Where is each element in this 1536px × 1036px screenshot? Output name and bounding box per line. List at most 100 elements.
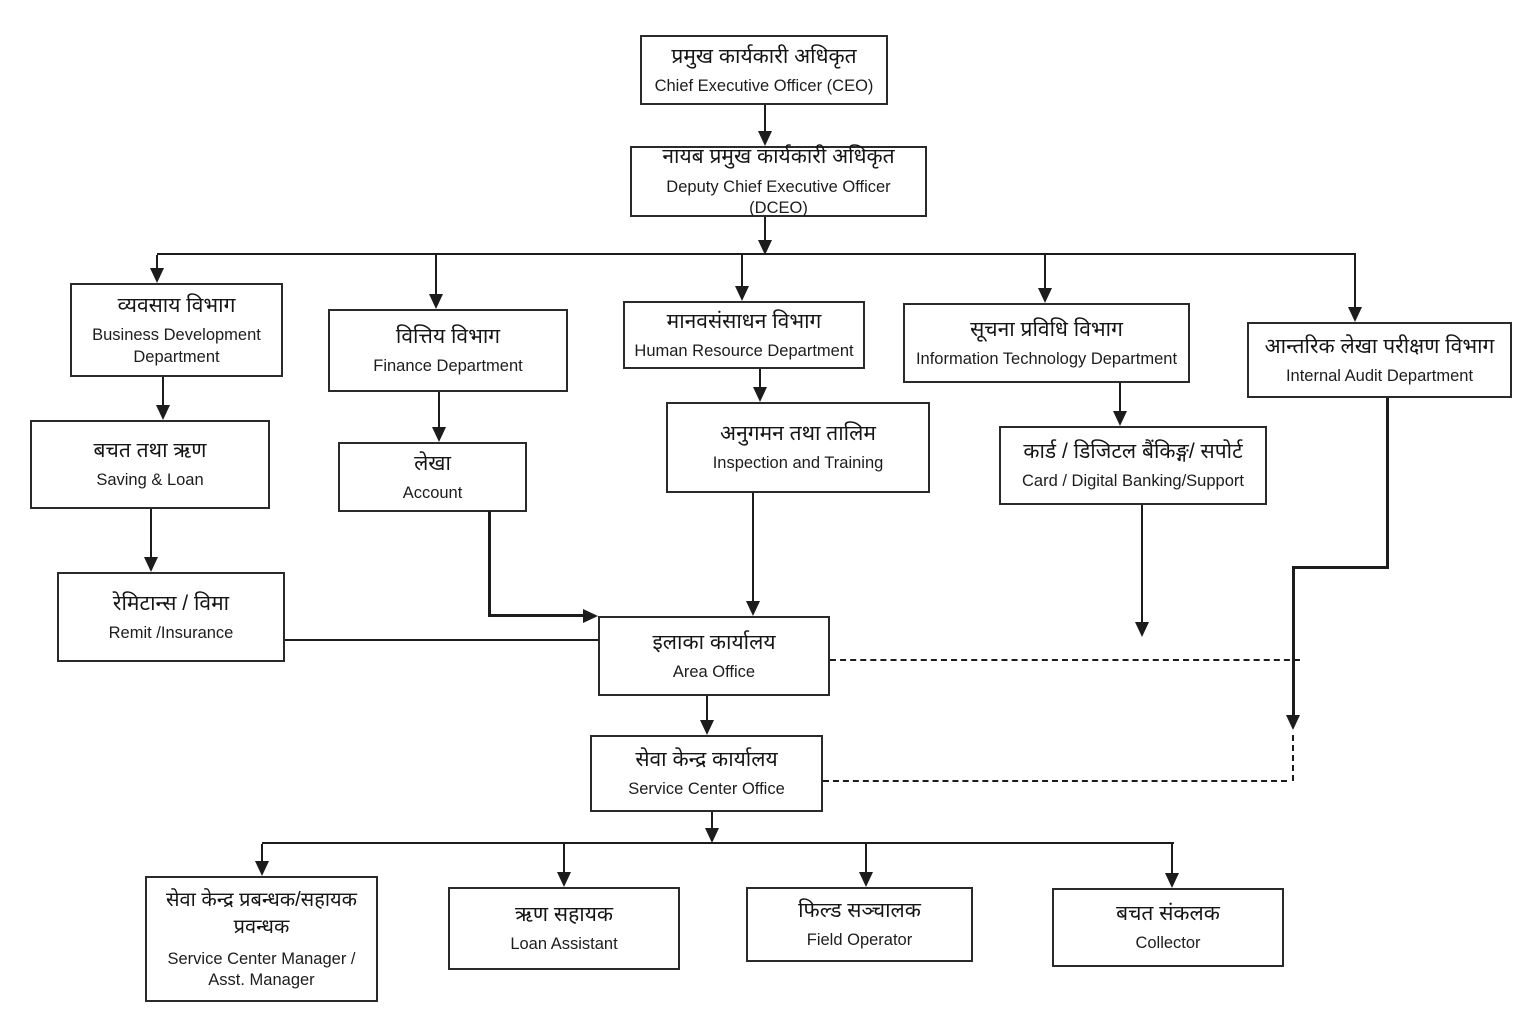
connector-inspection-area-line: [752, 493, 754, 602]
node-business-development-label-en: Business Development Department: [92, 326, 261, 366]
connector-remit-area-line: [285, 639, 598, 641]
connector-bizdev-saving-line: [162, 377, 164, 406]
node-field-operator-label-en: Field Operator: [806, 931, 913, 950]
node-ceo-label-np: प्रमुख कार्यकारी अधिकृत: [671, 44, 857, 68]
node-service-center-manager-label-np: सेवा केन्द्र प्रबन्धक/सहायक प्रवन्धक: [166, 888, 357, 938]
connector-branch-finance-line: [435, 255, 437, 295]
connector-area-sco-arrowhead: [700, 720, 714, 735]
node-card-digital-banking: कार्ड / डिजिटल बैंकिङ्ग/ सपोर्ट Card / D…: [999, 426, 1267, 505]
connector-card-down-line: [1141, 505, 1143, 623]
connector-area-sco-line: [706, 696, 708, 721]
node-dceo-label-en: Deputy Chief Executive Officer (DCEO): [666, 177, 891, 218]
connector-audit-elbow-hline: [1292, 566, 1389, 569]
node-internal-audit-label-en: Internal Audit Department: [1285, 366, 1474, 385]
connector-ceo-dceo-arrowhead: [758, 131, 772, 146]
connector-branch-bizdev-line: [156, 255, 158, 269]
node-ceo: प्रमुख कार्यकारी अधिकृत Chief Executive …: [640, 35, 888, 105]
connector-finance-account-arrowhead: [432, 427, 446, 442]
node-service-center-office-label-en: Service Center Office: [628, 780, 785, 799]
node-service-center-office-label-np: सेवा केन्द्र कार्यालय: [635, 748, 778, 772]
connector-branch-audit-line: [1354, 255, 1356, 308]
connector-sco-branch-arrowhead: [705, 828, 719, 843]
connector-branch-it-arrowhead: [1038, 288, 1052, 303]
node-information-technology-label-en: Information Technology Department: [915, 349, 1178, 368]
connector-department-branch-bar: [157, 253, 1356, 255]
connector-branch-audit-arrowhead: [1348, 307, 1362, 322]
node-human-resource-label-np: मानवसंसाधन विभाग: [666, 309, 822, 333]
node-information-technology: सूचना प्रविधि विभाग Information Technolo…: [903, 303, 1190, 383]
node-field-operator-label-np: फिल्ड सञ्चालक: [798, 899, 921, 923]
connector-finance-account-line: [438, 392, 440, 428]
node-account-label-np: लेखा: [414, 451, 451, 475]
connector-branch-hr-line: [741, 255, 743, 287]
node-ceo-label-en: Chief Executive Officer (CEO): [654, 76, 874, 95]
node-account-label-en: Account: [402, 483, 463, 502]
connector-branch-scm-line: [261, 844, 263, 862]
node-loan-assistant: ऋण सहायक Loan Assistant: [448, 887, 680, 970]
node-account: लेखा Account: [338, 442, 527, 512]
node-finance-department-label-np: वित्तिय विभाग: [395, 325, 501, 349]
connector-branch-collector-arrowhead: [1165, 873, 1179, 888]
node-saving-loan-label-en: Saving & Loan: [96, 471, 204, 490]
connector-hr-inspection-line: [759, 369, 761, 388]
connector-inspection-area-arrowhead: [746, 601, 760, 616]
node-business-development: व्यवसाय विभाग Business Development Depar…: [70, 283, 283, 377]
node-human-resource-label-en: Human Resource Department: [634, 341, 854, 360]
node-inspection-training-label-en: Inspection and Training: [712, 454, 884, 473]
node-remit-insurance-label-en: Remit /Insurance: [108, 623, 234, 642]
connector-dceo-branch-line: [764, 217, 766, 241]
node-internal-audit: आन्तरिक लेखा परीक्षण विभाग Internal Audi…: [1247, 322, 1512, 398]
connector-branch-collector-line: [1171, 844, 1173, 874]
node-card-digital-banking-label-en: Card / Digital Banking/Support: [1022, 472, 1244, 491]
node-service-center-manager-label-en: Service Center Manager / Asst. Manager: [167, 949, 356, 989]
connector-dceo-branch-arrowhead: [758, 240, 772, 255]
connector-card-down-arrowhead: [1135, 622, 1149, 637]
node-internal-audit-label-np: आन्तरिक लेखा परीक्षण विभाग: [1264, 334, 1495, 358]
connector-hr-inspection-arrowhead: [753, 387, 767, 402]
node-collector: बचत संकलक Collector: [1052, 888, 1284, 967]
node-loan-assistant-label-en: Loan Assistant: [510, 935, 618, 954]
connector-branch-finance-arrowhead: [429, 294, 443, 309]
connector-audit-elbow-arrowhead: [1286, 715, 1300, 730]
connector-bizdev-saving-arrowhead: [156, 405, 170, 420]
node-area-office-label-en: Area Office: [672, 662, 756, 681]
connector-saving-remit-arrowhead: [144, 557, 158, 572]
connector-branch-loan-arrowhead: [557, 872, 571, 887]
connector-area-dashed-line: [830, 659, 1300, 661]
connector-branch-hr-arrowhead: [735, 286, 749, 301]
connector-it-card-line: [1119, 383, 1121, 412]
node-field-operator: फिल्ड सञ्चालक Field Operator: [746, 887, 973, 962]
node-inspection-training-label-np: अनुगमन तथा तालिम: [720, 422, 876, 446]
connector-branch-it-line: [1044, 255, 1046, 289]
node-area-office: इलाका कार्यालय Area Office: [598, 616, 830, 696]
node-remit-insurance: रेमिटान्स / विमा Remit /Insurance: [57, 572, 285, 662]
node-business-development-label-np: व्यवसाय विभाग: [117, 293, 236, 317]
node-information-technology-label-np: सूचना प्रविधि विभाग: [970, 317, 1123, 341]
node-service-center-office: सेवा केन्द्र कार्यालय Service Center Off…: [590, 735, 823, 812]
connector-sco-branch-line: [711, 812, 713, 829]
connector-saving-remit-line: [150, 509, 152, 558]
connector-branch-field-arrowhead: [859, 872, 873, 887]
node-collector-label-en: Collector: [1135, 934, 1201, 953]
node-service-center-manager: सेवा केन्द्र प्रबन्धक/सहायक प्रवन्धक Ser…: [145, 876, 378, 1002]
connector-account-area-arrowhead: [583, 609, 598, 623]
connector-audit-elbow-vline1: [1386, 398, 1389, 569]
connector-audit-elbow-vline2: [1292, 566, 1295, 716]
node-inspection-training: अनुगमन तथा तालिम Inspection and Training: [666, 402, 930, 493]
node-saving-loan: बचत तथा ऋण Saving & Loan: [30, 420, 270, 509]
node-area-office-label-np: इलाका कार्यालय: [652, 630, 776, 654]
node-collector-label-np: बचत संकलक: [1116, 902, 1220, 926]
node-human-resource: मानवसंसाधन विभाग Human Resource Departme…: [623, 301, 865, 369]
connector-account-area-hline: [488, 614, 584, 617]
connector-account-area-vline: [488, 511, 491, 617]
connector-sco-dashed-line: [823, 780, 1287, 782]
connector-staff-branch-bar: [262, 842, 1174, 844]
node-finance-department-label-en: Finance Department: [373, 357, 523, 376]
node-dceo-label-np: नायब प्रमुख कार्यकारी अधिकृत: [662, 145, 895, 169]
node-saving-loan-label-np: बचत तथा ऋण: [93, 439, 207, 463]
connector-branch-field-line: [865, 844, 867, 873]
node-card-digital-banking-label-np: कार्ड / डिजिटल बैंकिङ्ग/ सपोर्ट: [1023, 440, 1243, 464]
connector-ceo-dceo-line: [764, 105, 766, 132]
connector-it-card-arrowhead: [1113, 411, 1127, 426]
